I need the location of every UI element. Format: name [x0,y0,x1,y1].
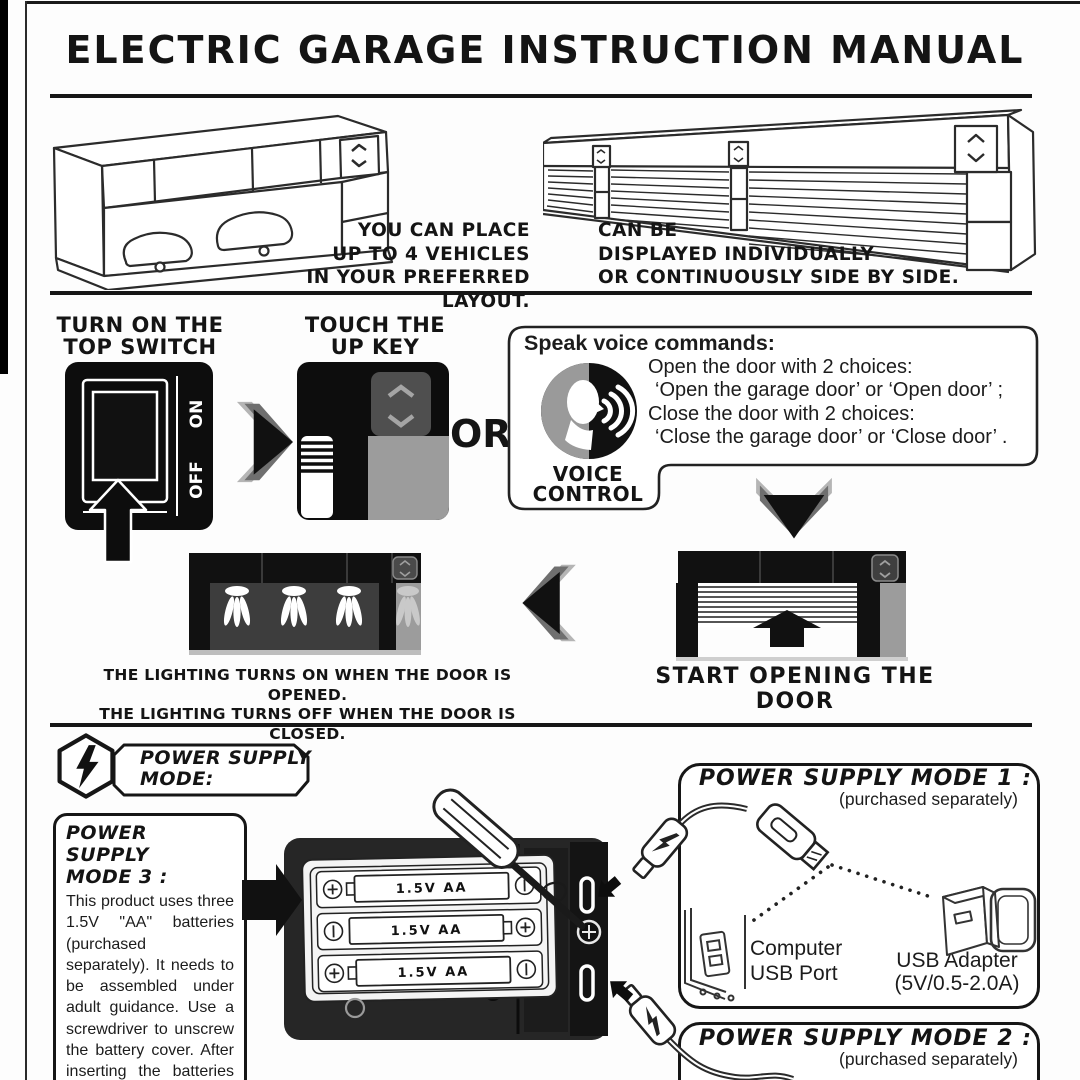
fast-forward-left-icon [522,564,576,642]
garage-box-illustration [52,114,394,290]
scan-edge-strip [0,0,8,374]
lighting-caption: THE LIGHTING TURNS ON WHEN THE DOOR IS O… [99,666,516,743]
battery-compartment: 1.5V AA 1.5V AA [301,853,558,1003]
or-label: OR [450,412,512,456]
fast-forward-down-icon [756,477,832,539]
voice-panel [507,325,1039,511]
arrow-up-icon [88,478,148,564]
shutter-lines [698,586,857,623]
mode3-title: POWER SUPPLY MODE 3 : [66,822,168,888]
arrow-up-icon [753,610,821,647]
battery-label: 1.5V AA [397,965,469,981]
voice-intro: Speak voice commands: [524,331,775,355]
chevron-up-icon [351,143,367,152]
battery-slot: 1.5V AA [317,950,544,993]
divider-1 [50,94,1032,98]
usb-port [579,964,595,1002]
top-switch-illustration: ON OFF [65,362,213,564]
mode3-body: This product uses three 1.5V "AA" batter… [66,893,234,1080]
page-frame-top [25,1,1080,4]
page-frame-left [25,1,27,1080]
door-control-panel [727,140,750,168]
ceiling-light [335,586,363,627]
ceiling-light [280,586,308,627]
motion-squiggle [542,881,567,902]
door-control-panel [953,124,999,174]
start-caption: START OPENING THE DOOR [655,664,935,714]
divider-2 [50,291,1032,295]
door-control-panel [591,144,612,169]
arrow-right-icon [242,864,302,936]
door-control-panel [871,554,899,582]
lightning-icon [645,1006,660,1037]
mode1-subtitle: (purchased separately) [839,789,1018,809]
voice-control-icon [541,363,637,459]
shutter-lines [301,441,333,473]
chevron-down-icon [387,414,415,428]
chevron-up-icon [387,384,415,398]
usb-adapter-label: USB Adapter (5V/0.5-2.0A) [894,949,1020,995]
step-switch-title: TURN ON THE TOP SWITCH [56,313,224,359]
up-key-illustration [297,362,449,520]
car-illustration [122,231,193,273]
step-upkey-title: TOUCH THE UP KEY [304,313,446,359]
battery-slot: 1.5V AA [316,908,543,951]
ceiling-light [396,586,420,627]
battery-label: 1.5V AA [390,923,462,939]
power-header-title: POWER SUPPLY MODE: [140,747,312,790]
lightning-icon [57,733,115,799]
fast-forward-right-icon [236,401,293,483]
switch-off-label: OFF [187,461,207,499]
screwdriver-icon [432,788,586,930]
divider-3 [50,723,1032,727]
battery-label: 1.5V AA [396,881,468,897]
shutter-lines [546,169,968,265]
door-opening-illustration [676,551,908,661]
lighting-illustration [189,553,421,655]
chevron-down-icon [351,159,367,168]
ceiling-light [223,586,251,627]
mode3-box: POWER SUPPLY MODE 3 : This product uses … [53,813,247,1080]
garage-row-illustration [543,108,1037,274]
car-illustration [215,211,294,257]
layout-caption-right: CAN BE DISPLAYED INDIVIDUALLY OR CONTINU… [598,220,960,288]
lightning-icon [651,833,680,852]
mode2-subtitle: (purchased separately) [839,1049,1018,1069]
usb-plug-icon [620,983,677,1046]
page-title: ELECTRIC GARAGE INSTRUCTION MANUAL [65,28,1025,72]
voice-control-label: VOICE CONTROL [532,462,644,506]
switch-on-label: ON [187,400,207,429]
door-control-panel [392,556,418,580]
battery-slot: 1.5V AA [315,866,542,909]
mode2-title: POWER SUPPLY MODE 2 : [698,1026,1032,1051]
computer-usb-label: Computer USB Port [750,937,843,985]
layout-caption-left: YOU CAN PLACE UP TO 4 VEHICLES IN YOUR P… [306,220,530,312]
screw-hole [344,997,366,1019]
voice-commands: Open the door with 2 choices: ‘Open the … [648,356,1008,449]
mode1-title: POWER SUPPLY MODE 1 : [698,766,1032,791]
usb-port [579,876,595,914]
battery-device-illustration: 1.5V AA 1.5V AA [284,788,608,1040]
